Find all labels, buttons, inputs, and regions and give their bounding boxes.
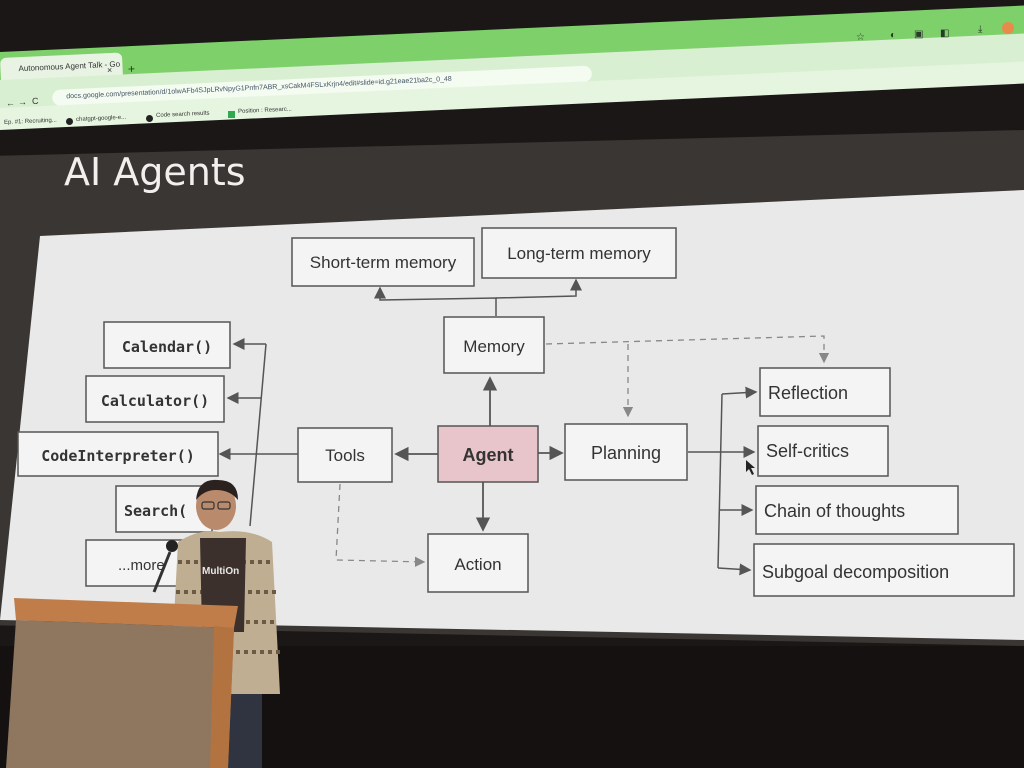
podium [6,598,238,768]
extension-icon[interactable]: ▣ [914,29,924,40]
profile-icon[interactable] [1002,22,1014,34]
svg-text:Subgoal decomposition: Subgoal decomposition [762,562,949,582]
connector [721,386,758,399]
planning-box: Planning [564,423,688,481]
tool-item-more: ...more [85,539,183,587]
tool-item-calendar: Calendar() [103,321,231,369]
download-icon[interactable]: ⤓ [978,24,983,35]
github-icon [146,115,153,122]
connector [374,286,497,316]
dashed-connector [335,483,426,567]
svg-text:...more: ...more [118,557,165,574]
svg-text:Memory: Memory [463,337,525,356]
forward-icon[interactable]: → [17,96,28,108]
svg-text:Planning: Planning [591,443,661,463]
svg-text:Long-term memory: Long-term memory [507,244,651,263]
svg-text:Action: Action [454,555,501,574]
browser-window: Autonomous Agent Talk - Go × + ← → C doc… [0,0,1024,140]
github-icon [66,118,73,125]
svg-text:Agent: Agent [463,445,514,465]
slide-title: AI Agents [64,150,246,194]
agent-diagram: Short-term memory Long-term memory Memor… [0,190,1024,640]
close-icon[interactable]: × [106,64,113,76]
planning-item-self-critics: Self-critics [757,425,889,477]
tool-item-search: Search( [115,485,213,533]
connector [717,393,723,569]
microphone-icon [166,540,178,552]
svg-text:CodeInterpreter(): CodeInterpreter() [41,447,195,465]
tools-box: Tools [297,427,393,483]
planning-item-subgoal-decomposition: Subgoal decomposition [753,543,1015,597]
memory-box: Memory [443,316,545,374]
reload-icon[interactable]: C [31,95,39,107]
svg-text:Calendar(): Calendar() [122,338,212,356]
planning-item-reflection: Reflection [759,367,891,417]
svg-text:Self-critics: Self-critics [766,441,849,461]
dashed-connector [545,335,830,364]
tool-item-code-interpreter: CodeInterpreter() [17,431,219,477]
svg-text:Chain of thoughts: Chain of thoughts [764,501,905,521]
tool-item-calculator: Calculator() [85,375,225,423]
short-term-memory-box: Short-term memory [291,237,475,287]
svg-text:Calculator(): Calculator() [101,392,209,410]
svg-text:Reflection: Reflection [768,383,848,403]
svg-text:Search(: Search( [124,502,187,520]
connector [495,278,582,299]
svg-text:Tools: Tools [325,446,365,465]
star-icon[interactable]: ☆ [856,32,865,43]
action-box: Action [427,533,529,593]
planning-item-chain-of-thoughts: Chain of thoughts [755,485,959,535]
connector [249,343,267,527]
shirt-logo: MultiOn [202,566,239,577]
puzzle-icon[interactable]: ◧ [940,28,950,39]
extension-icon[interactable]: ◐ [890,30,897,41]
svg-text:Short-term memory: Short-term memory [310,253,457,272]
cursor-icon [746,460,755,475]
long-term-memory-box: Long-term memory [481,227,677,279]
sheet-icon [228,111,235,118]
agent-box: Agent [437,425,539,483]
connector [717,563,752,576]
